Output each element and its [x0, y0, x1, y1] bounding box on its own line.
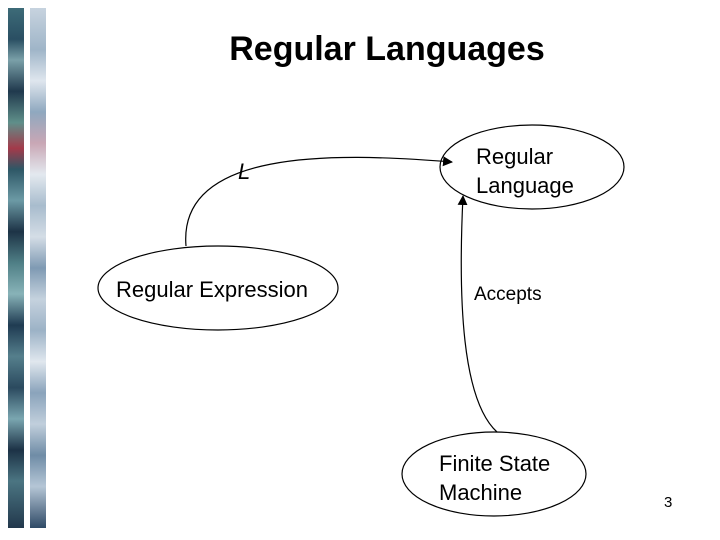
regular-expression-node: [97, 245, 339, 331]
regular-expression-label: Regular Expression: [116, 277, 308, 302]
regular-language-node: [439, 124, 625, 210]
finite-state-machine-label-line2: Machine: [439, 480, 523, 505]
edge-label-accepts: Accepts: [474, 284, 542, 305]
finite-state-machine-node: [401, 431, 587, 517]
slide-title: Regular Languages: [229, 30, 545, 68]
decorative-side-strip-right: [30, 8, 46, 528]
regular-language-label-line2: Language: [476, 173, 574, 198]
expression-to-language-arrow: [185, 156, 453, 247]
decorative-side-strip-left: [8, 8, 24, 528]
regular-language-label-line1: Regular: [476, 144, 554, 169]
page-number: 3: [664, 494, 673, 511]
machine-to-language-arrow: [457, 195, 498, 433]
finite-state-machine-label-line1: Finite State: [439, 451, 551, 476]
edge-label-l: L: [238, 159, 251, 184]
